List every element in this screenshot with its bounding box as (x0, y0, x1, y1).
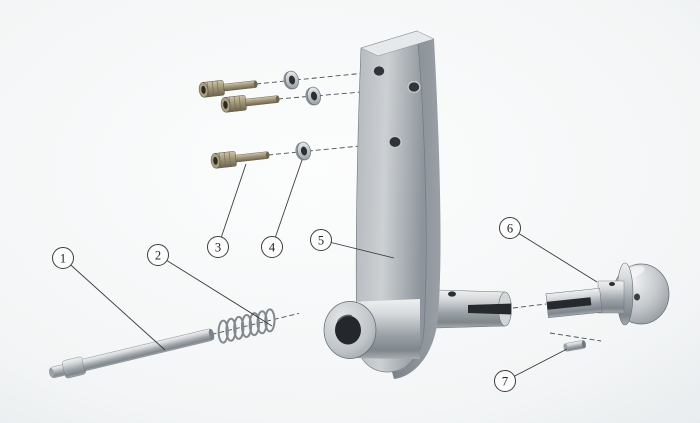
bracket-plate-part (323, 30, 441, 379)
plate-top-face (360, 30, 435, 57)
callout-6-label: 6 (507, 222, 513, 236)
screw-2 (220, 95, 280, 113)
plate-holes (372, 64, 421, 149)
screw-3 (210, 151, 270, 169)
callout-5-label: 5 (318, 234, 324, 248)
pin-part (563, 340, 586, 352)
plate-hole-1 (373, 66, 385, 76)
callout-2-label: 2 (155, 249, 161, 263)
plate-hole-3 (389, 137, 401, 147)
shaft-centerline (211, 312, 300, 335)
knob-center-hole (634, 293, 640, 301)
knob-stem (597, 280, 625, 314)
boss-bore (335, 315, 361, 345)
washer-2 (305, 86, 321, 106)
plate-side-face (392, 31, 441, 379)
shaft-boss (323, 299, 420, 359)
screw-1 (198, 80, 258, 98)
fork-slot (546, 297, 592, 310)
plate-hole-2 (408, 82, 420, 92)
plate-front-face (355, 30, 427, 373)
hex-socket (201, 85, 206, 94)
callout-4: 4 (261, 236, 283, 258)
callout-3-label: 3 (215, 241, 221, 255)
sleeve-top-hole (448, 291, 456, 297)
knob-part (545, 262, 670, 326)
washer-3 (295, 141, 311, 161)
callout-2: 2 (147, 244, 169, 266)
shaft-part (48, 328, 215, 379)
slotted-sleeve (435, 289, 512, 329)
hex-socket (223, 100, 228, 109)
callout-1: 1 (52, 247, 74, 269)
sleeve-slot (468, 303, 511, 315)
callout-leaders (62, 159, 598, 382)
callout-1-label: 1 (60, 252, 66, 266)
callout-7: 7 (494, 370, 516, 392)
callout-4-label: 4 (269, 241, 276, 255)
callout-6: 6 (499, 217, 521, 239)
hex-socket (213, 156, 218, 165)
washer-1 (283, 70, 299, 90)
stem-pin-hole (609, 282, 615, 286)
fork-clevis (545, 287, 603, 319)
assembly-centerlines (255, 71, 602, 342)
callout-3: 3 (207, 236, 229, 258)
callout-7-label: 7 (502, 375, 508, 389)
callout-5: 5 (310, 229, 332, 251)
